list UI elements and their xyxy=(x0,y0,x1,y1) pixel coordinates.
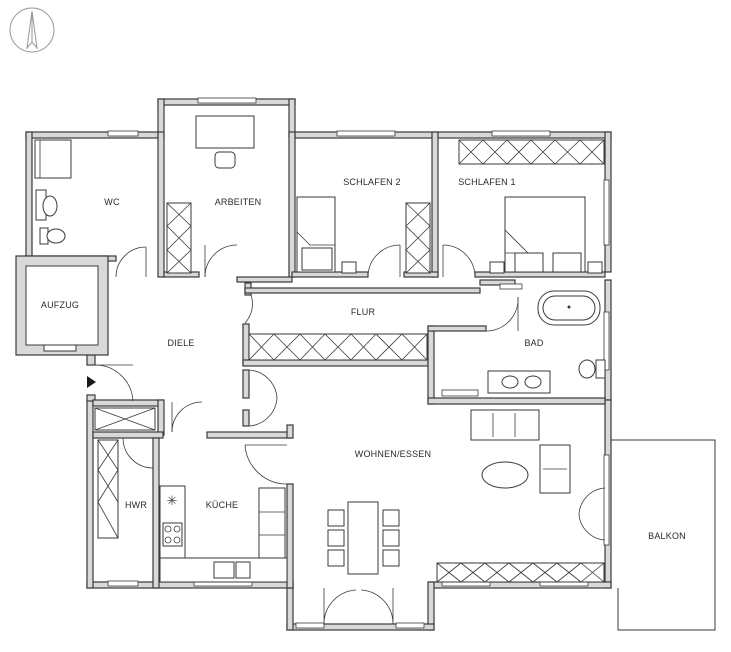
bathroom-fixtures xyxy=(441,283,606,397)
room-label-kueche: KÜCHE xyxy=(206,500,239,510)
north-arrow-icon xyxy=(9,7,55,53)
room-label-flur: FLUR xyxy=(351,307,376,317)
windows xyxy=(107,97,610,629)
balcony xyxy=(611,439,716,631)
hallway-closet xyxy=(248,333,428,361)
office-furniture xyxy=(166,115,255,274)
room-label-hwr: HWR xyxy=(125,500,147,510)
doors xyxy=(94,244,606,625)
wc-fixtures xyxy=(34,139,72,245)
inner-walls xyxy=(25,131,606,589)
room-label-wohnen-essen: WOHNEN/ESSEN xyxy=(355,449,431,459)
living-furniture xyxy=(327,409,605,583)
entrance-arrow-icon xyxy=(87,376,96,388)
bedroom2-furniture xyxy=(296,196,431,274)
utility-room-fixtures xyxy=(94,407,156,539)
room-label-bad: BAD xyxy=(524,338,543,348)
room-label-aufzug: AUFZUG xyxy=(41,300,79,310)
elevator-shaft xyxy=(15,255,109,356)
kitchen-fixtures: ✳ xyxy=(159,485,288,583)
room-label-diele: DIELE xyxy=(167,338,194,348)
room-label-schlafen2: SCHLAFEN 2 xyxy=(343,177,401,187)
room-label-schlafen1: SCHLAFEN 1 xyxy=(458,177,516,187)
room-label-arbeiten: ARBEITEN xyxy=(215,197,262,207)
room-label-wc: WC xyxy=(104,197,120,207)
room-label-balkon: BALKON xyxy=(648,531,686,541)
svg-text:✳: ✳ xyxy=(167,493,178,508)
bedroom1-furniture xyxy=(458,139,605,274)
